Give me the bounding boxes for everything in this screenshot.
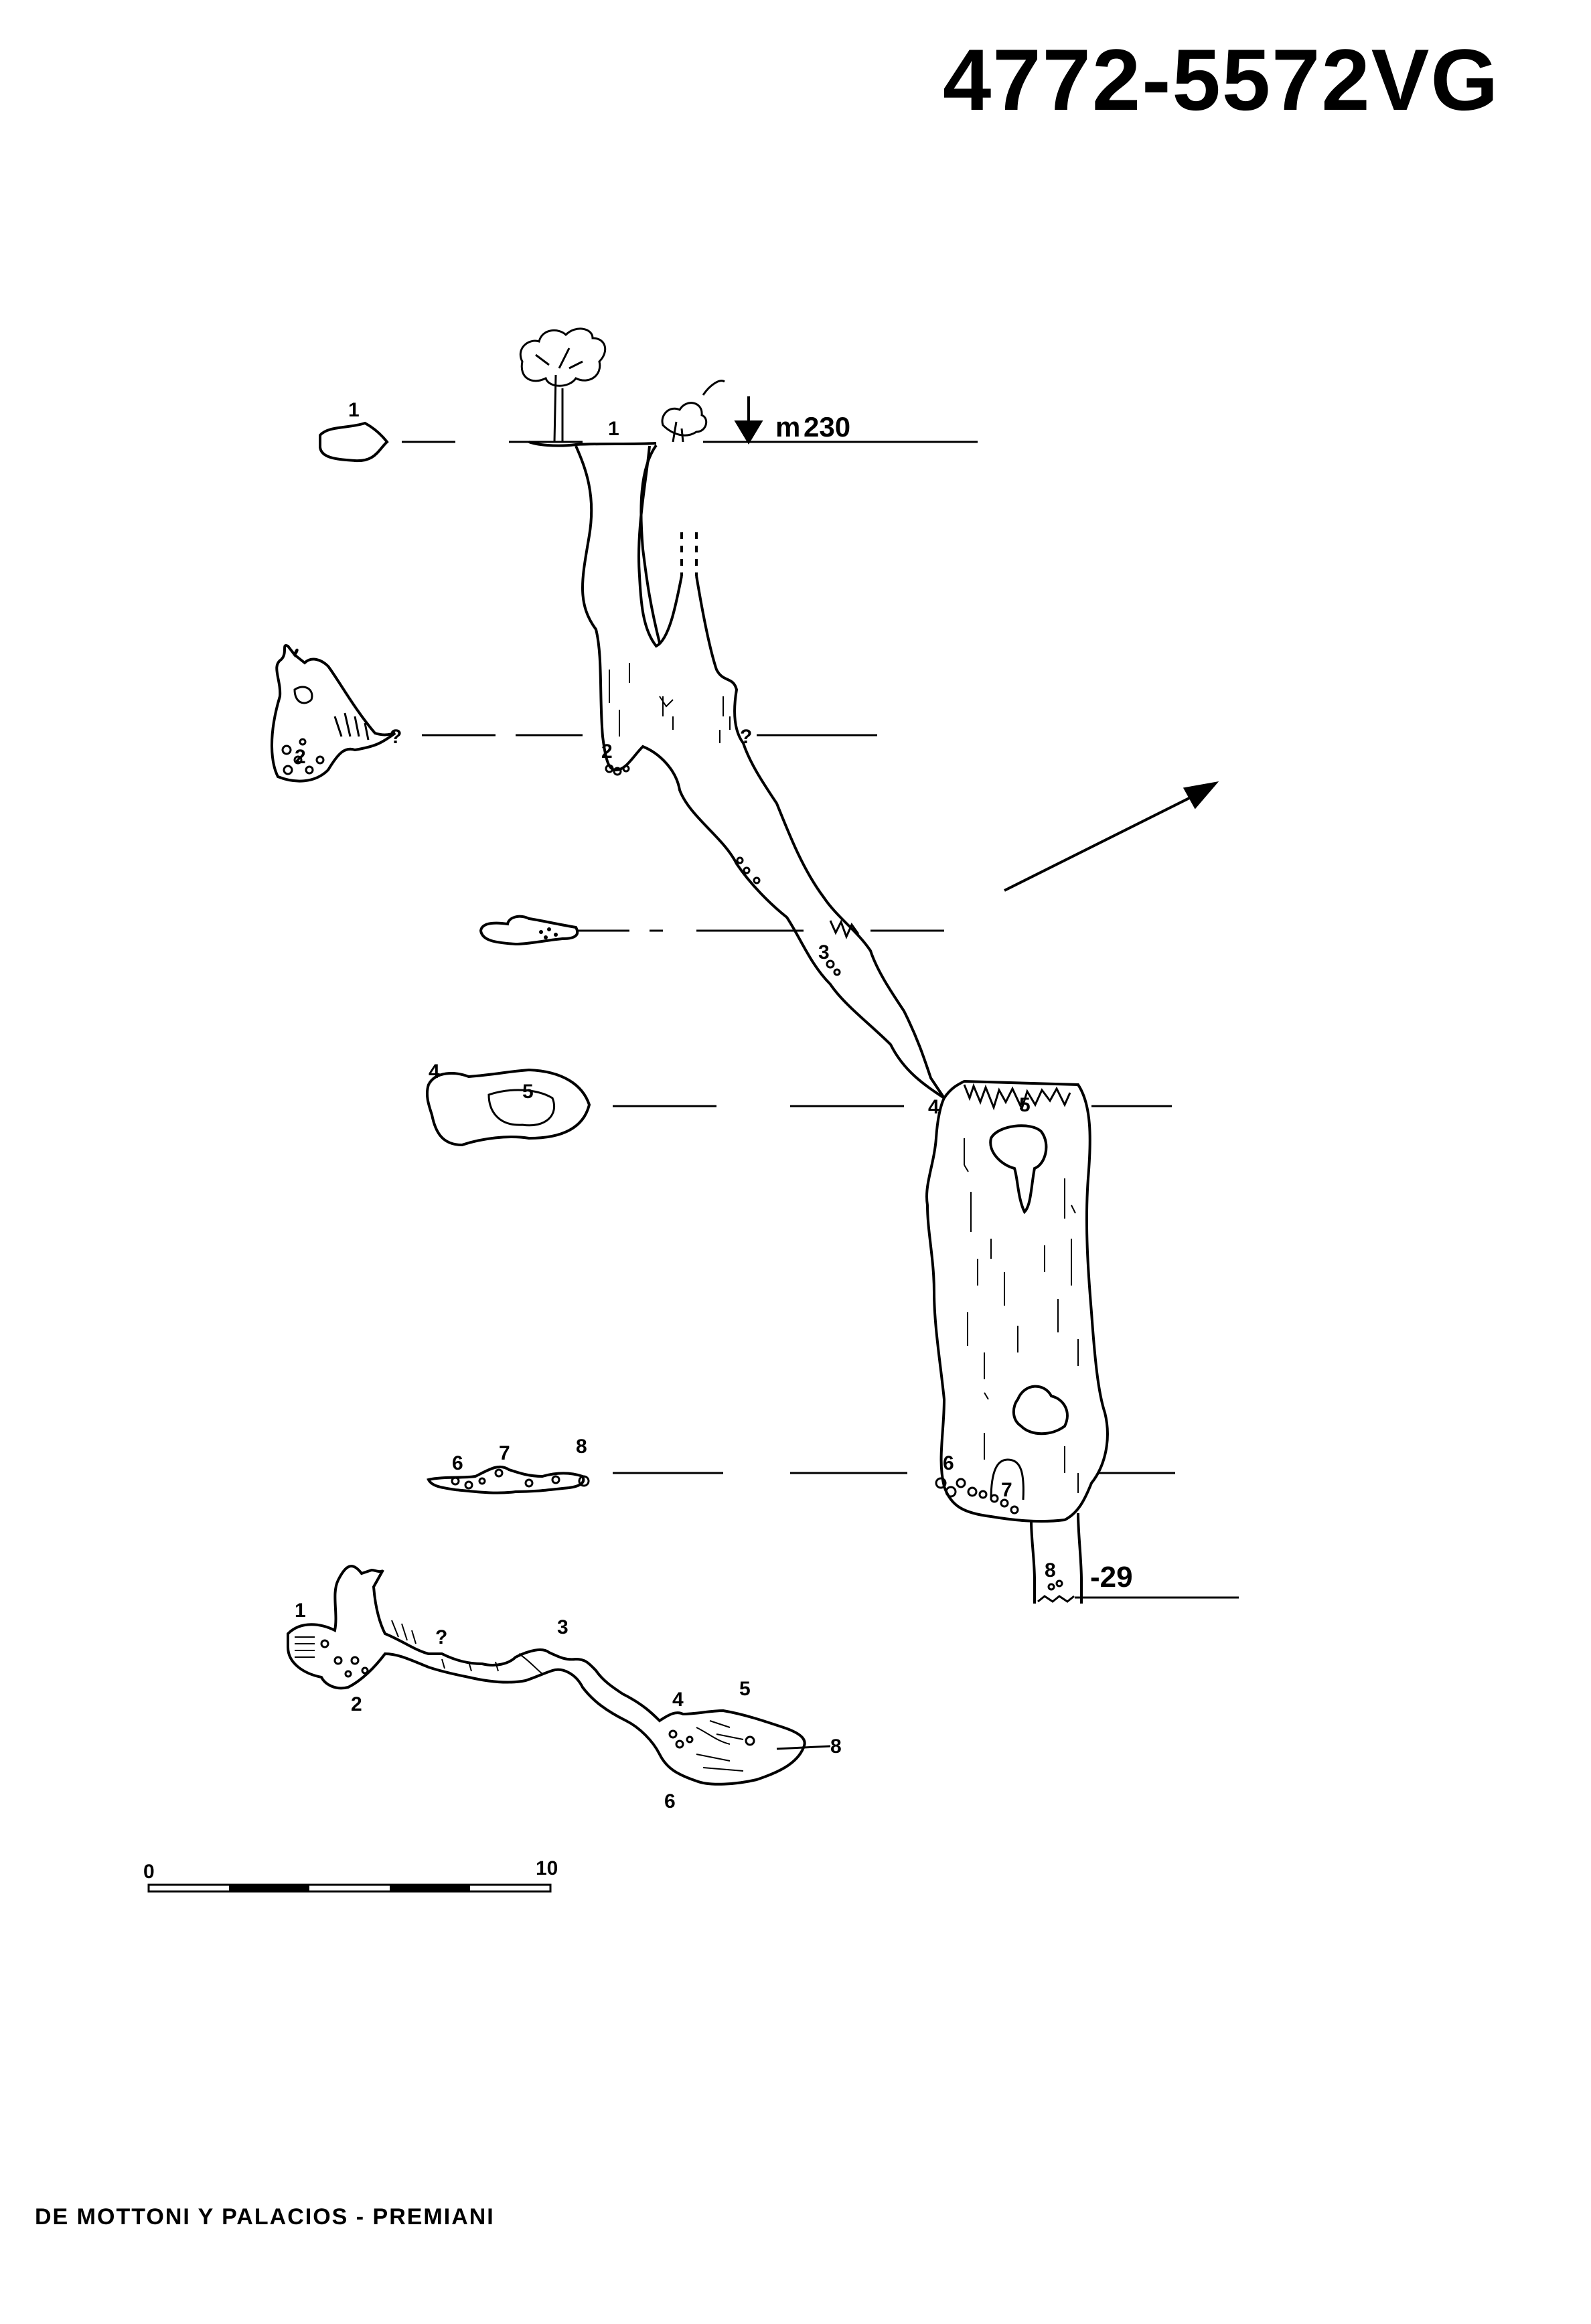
profile-lower-shaft [1030, 1513, 1083, 1604]
plan-label-6: 6 [664, 1790, 676, 1812]
plan-label-5: 5 [739, 1678, 751, 1700]
section-label-2: 2 [295, 746, 306, 768]
profile-label-3: 3 [818, 941, 830, 963]
scale-end-label: 10 [536, 1857, 558, 1879]
profile-label-1: 1 [608, 418, 619, 440]
cross-section-3 [479, 915, 579, 946]
plan-label-4: 4 [672, 1689, 684, 1711]
plan-label-8: 8 [830, 1735, 842, 1758]
section-question: ? [390, 726, 402, 748]
section-label-5: 5 [522, 1081, 534, 1103]
surface-line [528, 441, 657, 447]
section-label-8: 8 [576, 1436, 587, 1458]
plan-label-1: 1 [295, 1600, 306, 1622]
profile-label-5: 5 [1019, 1094, 1031, 1116]
cross-sections [271, 421, 591, 1494]
profile-label-8: 8 [1045, 1559, 1056, 1581]
datum-arrow [734, 396, 763, 445]
profile-question: ? [740, 726, 752, 748]
cross-section-1 [319, 421, 389, 463]
profile-chamber [925, 1079, 1109, 1523]
plan-label-3: 3 [557, 1616, 569, 1638]
tree-left [520, 327, 607, 443]
section-label-7: 7 [499, 1442, 510, 1464]
cave-id-title: 4772-5572VG [943, 31, 1500, 129]
cross-section-4 [425, 1068, 591, 1147]
survey-credit: DE MOTTONI Y PALACIOS - PREMIANI [35, 2204, 495, 2230]
elevation-prefix: m [775, 411, 800, 443]
direction-arrow [1004, 781, 1219, 892]
cross-section-2 [271, 644, 396, 783]
section-label-1: 1 [348, 399, 360, 421]
profile-label-7: 7 [1001, 1479, 1012, 1501]
cave-plan [287, 1565, 831, 1786]
plan-label-2: 2 [351, 1693, 362, 1715]
profile-label-6: 6 [943, 1452, 954, 1474]
elevation-value: 230 [804, 411, 850, 443]
profile-label-4: 4 [928, 1096, 939, 1118]
plan-question: ? [435, 1626, 447, 1648]
profile-left-wall [575, 445, 945, 1099]
depth-label: -29 [1090, 1561, 1133, 1594]
profile-label-2: 2 [601, 741, 613, 763]
section-label-6: 6 [452, 1452, 463, 1474]
section-level-lines [402, 441, 1239, 1599]
scale-start-label: 0 [143, 1861, 155, 1883]
profile-right-wall [637, 445, 945, 1099]
scale-bar [147, 1883, 552, 1893]
section-label-4: 4 [429, 1061, 440, 1083]
bush-right [661, 380, 725, 443]
cave-profile [520, 327, 1109, 1604]
